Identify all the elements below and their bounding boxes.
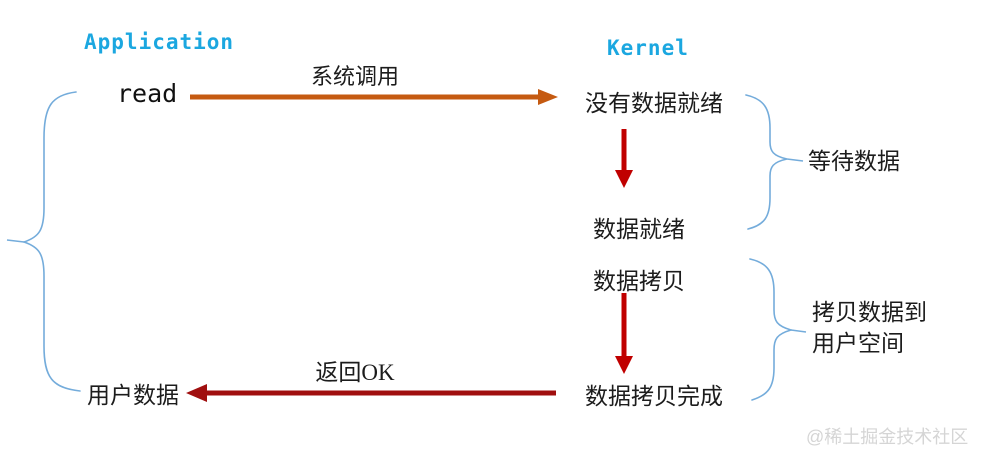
wait-data-arrowhead	[615, 170, 633, 188]
data-copy-node: 数据拷贝	[593, 269, 685, 294]
data-copy-arrowhead	[615, 356, 633, 374]
copy-to-user-label-line2: 用户空间	[812, 331, 904, 356]
wait-data-brace	[745, 94, 804, 230]
wait-data-arrow	[615, 129, 633, 188]
left-curly-brace	[6, 91, 81, 392]
copy-to-user-brace-label: 拷贝数据到 用户空间	[812, 297, 927, 359]
copy-to-user-brace	[749, 258, 807, 401]
syscall-arrow	[190, 89, 558, 105]
no-data-ready-node: 没有数据就绪	[585, 91, 723, 116]
return-ok-arrowhead	[186, 384, 207, 402]
return-ok-arrow-label: 返回OK	[315, 360, 395, 385]
left-brace-tick	[6, 239, 25, 243]
data-ready-node: 数据就绪	[593, 217, 685, 242]
kernel-column-label: Kernel	[607, 36, 689, 60]
copy-to-user-label-line1: 拷贝数据到	[812, 300, 927, 325]
juejin-watermark: @稀土掘金技术社区	[806, 427, 969, 447]
application-column-label: Application	[84, 30, 235, 54]
syscall-arrow-label: 系统调用	[310, 64, 399, 89]
wait-data-brace-tick	[786, 158, 804, 162]
syscall-arrowhead	[538, 89, 558, 105]
read-call-node: read	[117, 79, 178, 108]
data-copy-arrow	[615, 293, 633, 374]
data-copy-done-node: 数据拷贝完成	[585, 384, 723, 409]
copy-to-user-brace-tick	[790, 329, 807, 333]
wait-data-brace-label: 等待数据	[808, 149, 900, 174]
user-data-node: 用户数据	[87, 383, 179, 408]
